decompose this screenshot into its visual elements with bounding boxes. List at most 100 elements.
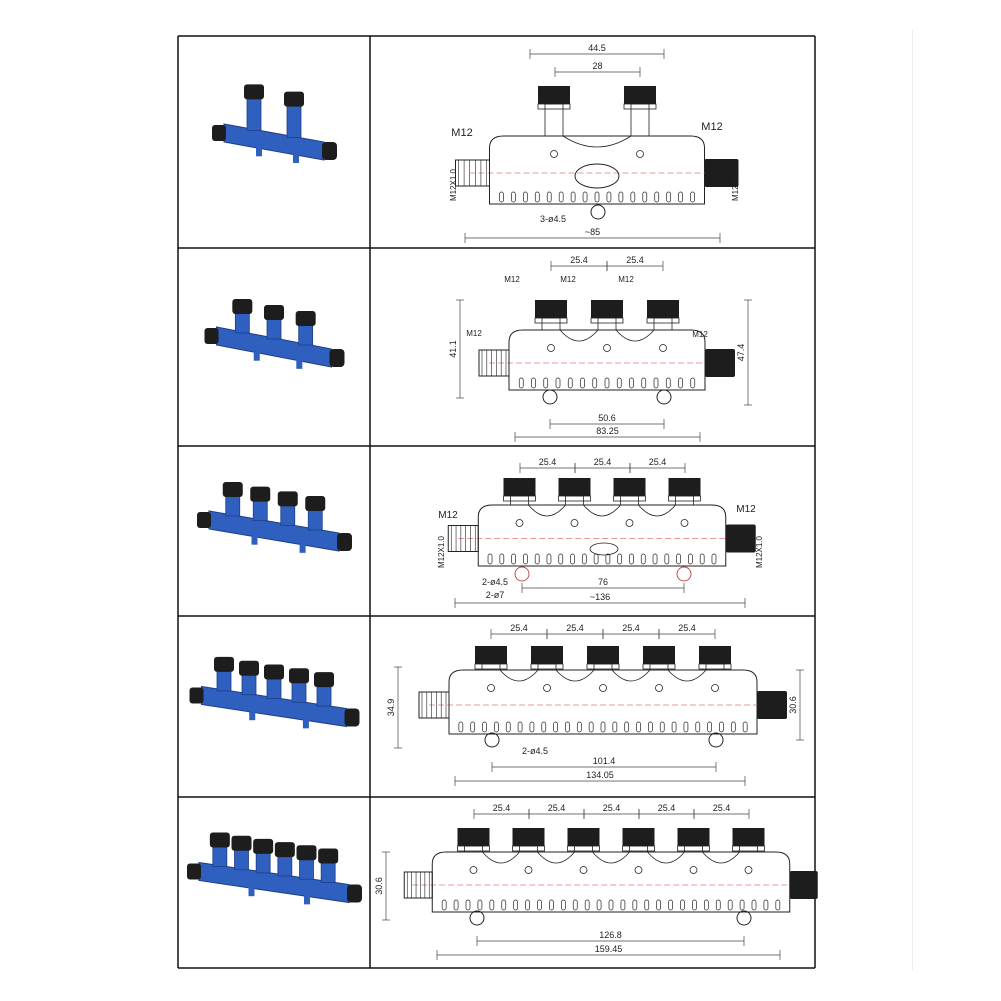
rib: [699, 553, 705, 565]
rib: [517, 721, 523, 733]
mount-hole: [708, 732, 724, 748]
rib: [624, 721, 630, 733]
rib: [739, 899, 745, 911]
male-end-connector: [418, 691, 450, 719]
port-nut: [274, 842, 295, 858]
rib: [608, 899, 614, 911]
dimension-label: 25.4: [622, 623, 640, 633]
rib: [648, 721, 653, 733]
rib: [688, 553, 693, 565]
rib: [629, 553, 634, 565]
rib: [458, 721, 464, 733]
rib: [616, 377, 622, 389]
mount-foot: [302, 719, 309, 729]
dimension-label: 76: [598, 577, 608, 587]
end-nut: [189, 687, 204, 704]
port-marker: [625, 519, 634, 527]
dimension-label: 30.6: [788, 696, 798, 714]
port-nut: [535, 300, 567, 318]
port-nut: [318, 848, 339, 864]
dimension-label: 41.1: [448, 340, 458, 358]
rib: [588, 721, 594, 733]
rib: [656, 899, 662, 911]
dimension-label: 25.4: [539, 457, 557, 467]
thread-label: M12X1.0: [731, 168, 740, 201]
port-marker: [599, 684, 607, 692]
dimension-label: 25.4: [548, 803, 566, 813]
rib: [620, 899, 626, 911]
rib: [751, 899, 757, 911]
port-nut: [277, 491, 298, 507]
port-stem: [291, 679, 307, 703]
rib: [593, 553, 599, 565]
rib: [534, 191, 540, 203]
m12-label: M12: [618, 275, 634, 284]
port-collar: [474, 663, 508, 670]
port-nut: [587, 646, 619, 664]
hole-label: 3-ø4.5: [540, 214, 566, 224]
dimension-label: 126.8: [599, 930, 622, 940]
port-nut: [475, 646, 507, 664]
rib: [763, 899, 769, 911]
mount-foot: [304, 895, 310, 905]
port-stem: [320, 860, 336, 883]
port-stem: [234, 847, 249, 871]
port-nut: [699, 646, 731, 664]
body-arch: [702, 851, 740, 864]
manifold-outline: [431, 851, 791, 913]
end-nut: [337, 533, 352, 551]
rib: [605, 553, 611, 565]
rib: [617, 553, 623, 565]
female-end-connector: [725, 524, 756, 553]
dimension-label: 47.4: [736, 344, 746, 362]
rib: [683, 721, 689, 733]
rib: [659, 721, 665, 733]
rib: [487, 553, 493, 565]
dimension-label: 101.4: [593, 756, 616, 766]
port-stem: [565, 495, 584, 506]
port-collar: [586, 663, 620, 670]
port-stem: [299, 856, 314, 880]
rib: [537, 899, 542, 911]
female-end-connector: [704, 159, 739, 187]
rib: [630, 191, 636, 203]
dimension-label: 25.4: [658, 803, 676, 813]
mount-foot: [293, 153, 299, 163]
rib: [523, 553, 528, 565]
manifold-outline: [477, 504, 727, 567]
port-nut: [296, 845, 317, 861]
rib: [666, 191, 672, 203]
port-nut: [647, 300, 679, 318]
male-end-connector: [403, 871, 433, 899]
male-end-connector: [447, 525, 479, 552]
rib: [612, 721, 618, 733]
body-arch: [592, 851, 630, 864]
rib: [636, 721, 641, 733]
port-nut: [295, 311, 316, 327]
port-stem: [225, 493, 241, 517]
port-collar: [503, 495, 536, 502]
body-arch: [562, 135, 632, 148]
port-marker: [515, 519, 524, 527]
dimension-label: ~85: [585, 227, 600, 237]
port-stem: [620, 495, 639, 506]
rib: [581, 553, 587, 565]
dimension-label: 34.9: [386, 699, 396, 717]
dimension-label: 28: [592, 61, 602, 71]
body-arch: [537, 851, 575, 864]
dimension-label: 25.4: [594, 457, 612, 467]
dimension-label: 25.4: [626, 255, 644, 265]
rib: [692, 899, 697, 911]
rib: [668, 899, 673, 911]
connector-body: [223, 123, 325, 161]
rib: [567, 377, 573, 389]
rib: [441, 899, 447, 911]
port-collar: [668, 495, 701, 502]
port-stem: [510, 495, 529, 506]
rib: [541, 721, 547, 733]
port-marker: [711, 684, 719, 692]
port-stem: [280, 502, 296, 526]
